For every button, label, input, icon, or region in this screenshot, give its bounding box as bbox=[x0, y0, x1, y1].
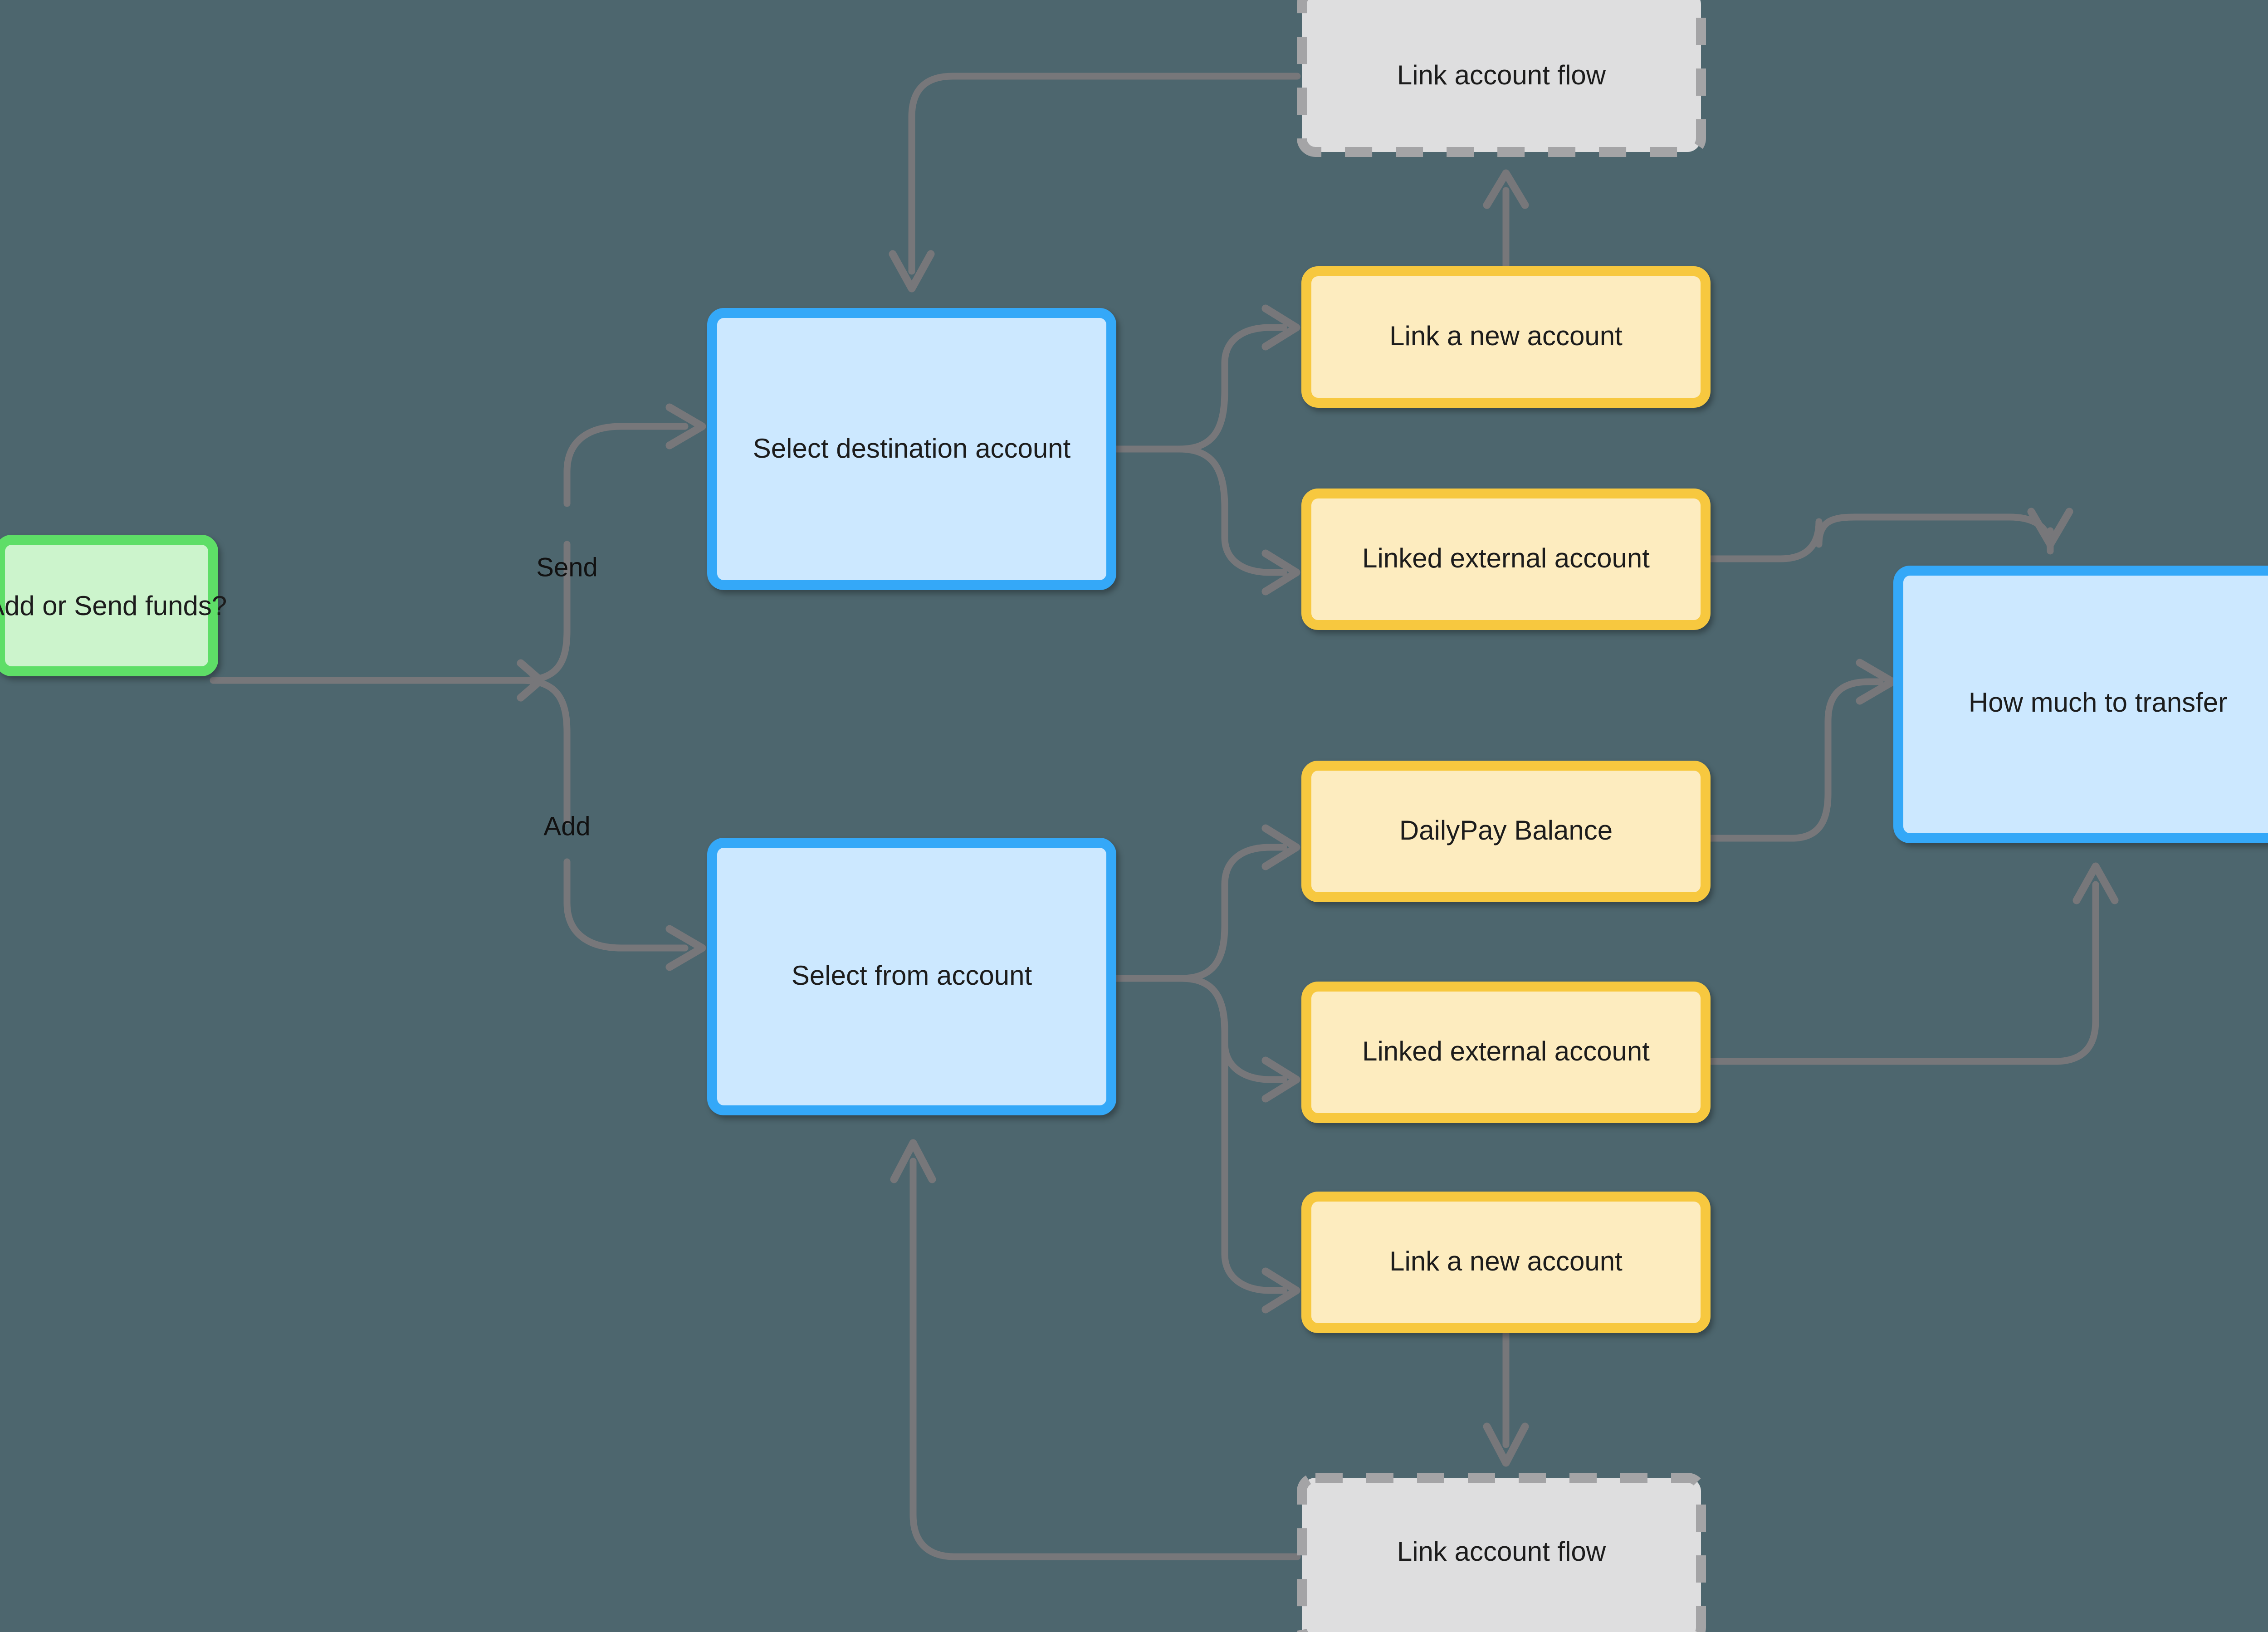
node-shape-link-new-bottom bbox=[1301, 1192, 1711, 1333]
edge-label-send: Send bbox=[536, 552, 597, 582]
node-shape-select-destination bbox=[707, 308, 1116, 590]
node-link-account-flow-top[interactable]: Link account flow bbox=[1297, 0, 1706, 157]
node-link-account-flow-bottom[interactable]: Link account flow bbox=[1297, 1473, 1706, 1632]
node-label-select-from-account: Select from account bbox=[792, 960, 1032, 991]
node-link-a-new-account-top[interactable]: Link a new account bbox=[1301, 266, 1711, 408]
node-link-a-new-account-bottom[interactable]: Link a new account bbox=[1301, 1192, 1711, 1333]
edge-linked-external-bottom-to-how-much bbox=[1702, 862, 2119, 1065]
edge-link-new-to-link-flow-top bbox=[1483, 169, 1529, 270]
edge-select-destination-fork bbox=[1108, 304, 1300, 596]
edge-dailypay-to-how-much bbox=[1702, 659, 1897, 842]
node-shape-link-new-top bbox=[1301, 266, 1711, 408]
node-label-dailypay-balance: DailyPay Balance bbox=[1399, 815, 1613, 845]
edge-labels-layer: Send Add bbox=[536, 552, 597, 841]
node-label-link-account-flow-top: Link account flow bbox=[1397, 60, 1606, 90]
edge-select-from-fork bbox=[1108, 824, 1300, 1314]
node-shape-how-much bbox=[1893, 566, 2268, 843]
node-select-from-account[interactable]: Select from account bbox=[707, 838, 1116, 1115]
node-shape-start bbox=[0, 535, 218, 676]
edge-link-new-bottom-to-link-flow-bottom bbox=[1483, 1324, 1529, 1467]
node-dailypay-balance[interactable]: DailyPay Balance bbox=[1301, 761, 1711, 902]
node-add-or-send-funds[interactable]: Add or Send funds? bbox=[0, 535, 227, 676]
edge-link-flow-top-to-select-destination bbox=[889, 73, 1301, 293]
edge-link-flow-bottom-to-select-from bbox=[890, 1139, 1301, 1560]
node-shape-linked-external-top bbox=[1301, 489, 1711, 630]
node-shape-link-account-flow-top bbox=[1297, 0, 1706, 157]
node-label-link-a-new-account-top: Link a new account bbox=[1389, 321, 1623, 351]
node-shape-select-from bbox=[707, 838, 1116, 1115]
edge-label-add: Add bbox=[543, 811, 590, 841]
edge-send-to-select-destination bbox=[563, 403, 706, 507]
node-linked-external-account-top[interactable]: Linked external account bbox=[1301, 489, 1711, 630]
node-shape-dailypay-balance bbox=[1301, 761, 1711, 902]
node-linked-external-account-bottom[interactable]: Linked external account bbox=[1301, 982, 1711, 1123]
node-select-destination-account[interactable]: Select destination account bbox=[707, 308, 1116, 590]
node-label-link-account-flow-bottom: Link account flow bbox=[1397, 1536, 1606, 1567]
node-how-much-to-transfer[interactable]: How much to transfer bbox=[1893, 566, 2268, 843]
edges-layer bbox=[210, 73, 2119, 1560]
node-label-how-much-to-transfer: How much to transfer bbox=[1969, 687, 2227, 718]
edge-linked-external-top-to-how-much bbox=[1702, 508, 2073, 562]
node-label-linked-external-account-top: Linked external account bbox=[1362, 543, 1650, 573]
edge-start-fork bbox=[210, 541, 571, 825]
node-label-linked-external-account-bottom: Linked external account bbox=[1362, 1036, 1650, 1066]
edge-add-to-select-from bbox=[563, 858, 706, 971]
node-shape-link-account-flow-bottom bbox=[1297, 1473, 1706, 1632]
node-shape-linked-external-bottom bbox=[1301, 982, 1711, 1123]
node-label-add-or-send-funds: Add or Send funds? bbox=[0, 591, 227, 621]
node-label-select-destination-account: Select destination account bbox=[753, 433, 1071, 464]
node-label-link-a-new-account-bottom: Link a new account bbox=[1389, 1246, 1623, 1276]
